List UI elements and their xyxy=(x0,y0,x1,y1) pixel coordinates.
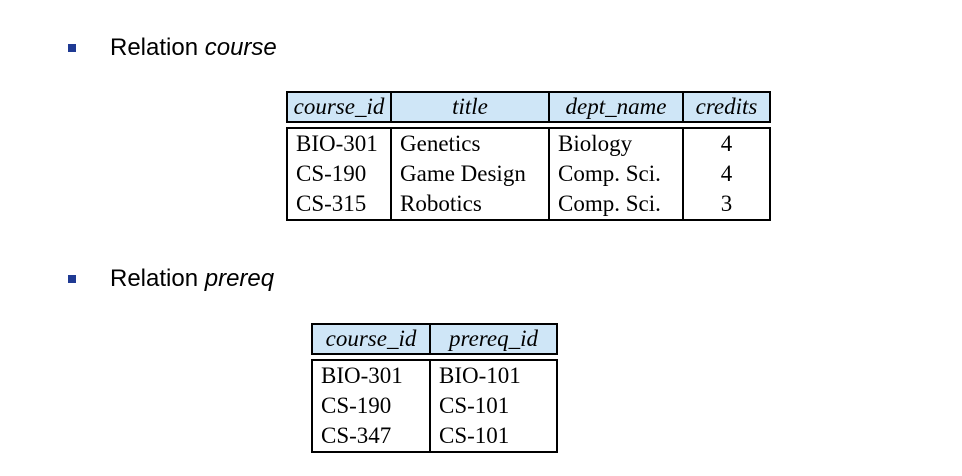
section-heading-prereq: Relation prereq xyxy=(68,264,274,294)
relation-name: course xyxy=(204,34,277,61)
table-column: BIO-301 CS-190 CS-315 xyxy=(288,129,392,219)
table-cell: Robotics xyxy=(400,191,482,216)
table-cell: BIO-301 xyxy=(321,363,403,388)
table-cell: CS-347 xyxy=(321,423,392,448)
table-cell: Comp. Sci. xyxy=(558,191,661,216)
section-title: Relation course xyxy=(110,34,277,61)
course-relation-table: course_id title dept_name credits BIO-30… xyxy=(286,91,771,221)
relation-name: prereq xyxy=(204,265,275,292)
table-cell: CS-101 xyxy=(439,393,510,418)
table-cell: 4 xyxy=(720,161,733,186)
header-cell: prereq_id xyxy=(448,326,538,351)
table-header: course_id prereq_id xyxy=(311,323,558,355)
table-cell: Game Design xyxy=(400,161,526,186)
table-cell: Comp. Sci. xyxy=(558,161,661,186)
header-cell: title xyxy=(392,93,550,121)
header-cell: dept_name xyxy=(550,93,684,121)
header-cell: course_id xyxy=(313,325,431,353)
table-column: Biology Comp. Sci. Comp. Sci. xyxy=(550,129,684,219)
table-cell: Genetics xyxy=(400,131,481,156)
table-cell: CS-315 xyxy=(296,191,367,216)
table-column: Genetics Game Design Robotics xyxy=(392,129,550,219)
header-cell: course_id xyxy=(288,93,392,121)
prereq-relation-table: course_id prereq_id BIO-301 CS-190 CS-34… xyxy=(311,323,558,453)
table-cell: Biology xyxy=(558,131,633,156)
table-header: course_id title dept_name credits xyxy=(286,91,771,123)
table-body: BIO-301 CS-190 CS-315 Genetics Game Desi… xyxy=(286,127,771,221)
section-title: Relation prereq xyxy=(110,265,275,292)
bullet-square-icon xyxy=(68,44,76,52)
table-cell: 4 xyxy=(720,131,733,156)
table-column: BIO-101 CS-101 CS-101 xyxy=(431,361,556,451)
table-cell: 3 xyxy=(720,191,733,216)
section-heading-course: Relation course xyxy=(68,33,277,63)
table-cell: CS-190 xyxy=(296,161,367,186)
table-column: 4 4 3 xyxy=(684,129,769,219)
table-body: BIO-301 CS-190 CS-347 BIO-101 CS-101 CS-… xyxy=(311,359,558,453)
table-column: BIO-301 CS-190 CS-347 xyxy=(313,361,431,451)
table-cell: BIO-101 xyxy=(439,363,521,388)
header-cell: credits xyxy=(695,94,758,119)
bullet-square-icon xyxy=(68,275,76,283)
table-cell: CS-190 xyxy=(321,393,392,418)
table-cell: CS-101 xyxy=(439,423,510,448)
table-cell: BIO-301 xyxy=(296,131,378,156)
